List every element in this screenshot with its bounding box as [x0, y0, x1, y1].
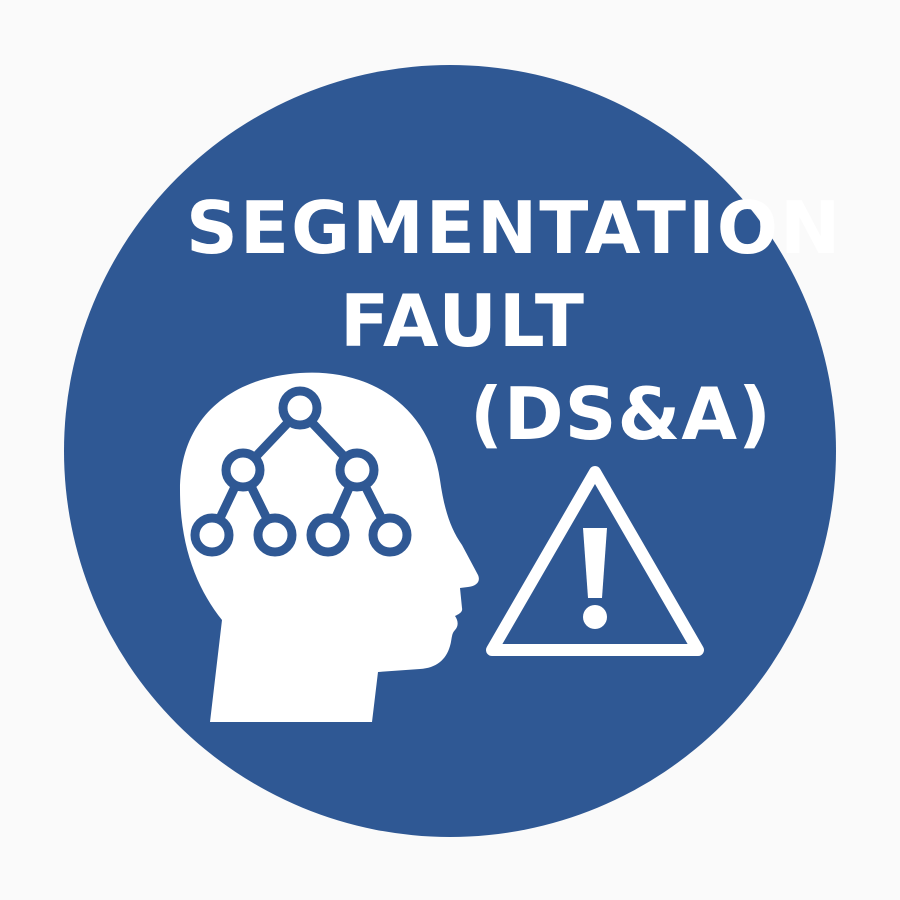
exclamation-dot-icon [583, 605, 607, 629]
logo-title-line-3: (DS&A) [470, 372, 772, 456]
tree-node-icon [368, 513, 412, 557]
warning-triangle-icon [486, 466, 704, 656]
logo-title-line-2: FAULT [340, 279, 586, 363]
tree-node-icon [306, 513, 350, 557]
tree-node-icon [278, 386, 322, 430]
tree-node-icon [335, 448, 379, 492]
logo-title-line-1: SEGMENTATION [186, 186, 843, 270]
tree-node-icon [221, 448, 265, 492]
tree-node-icon [253, 513, 297, 557]
exclamation-mark-icon [583, 528, 607, 598]
tree-node-icon [190, 513, 234, 557]
